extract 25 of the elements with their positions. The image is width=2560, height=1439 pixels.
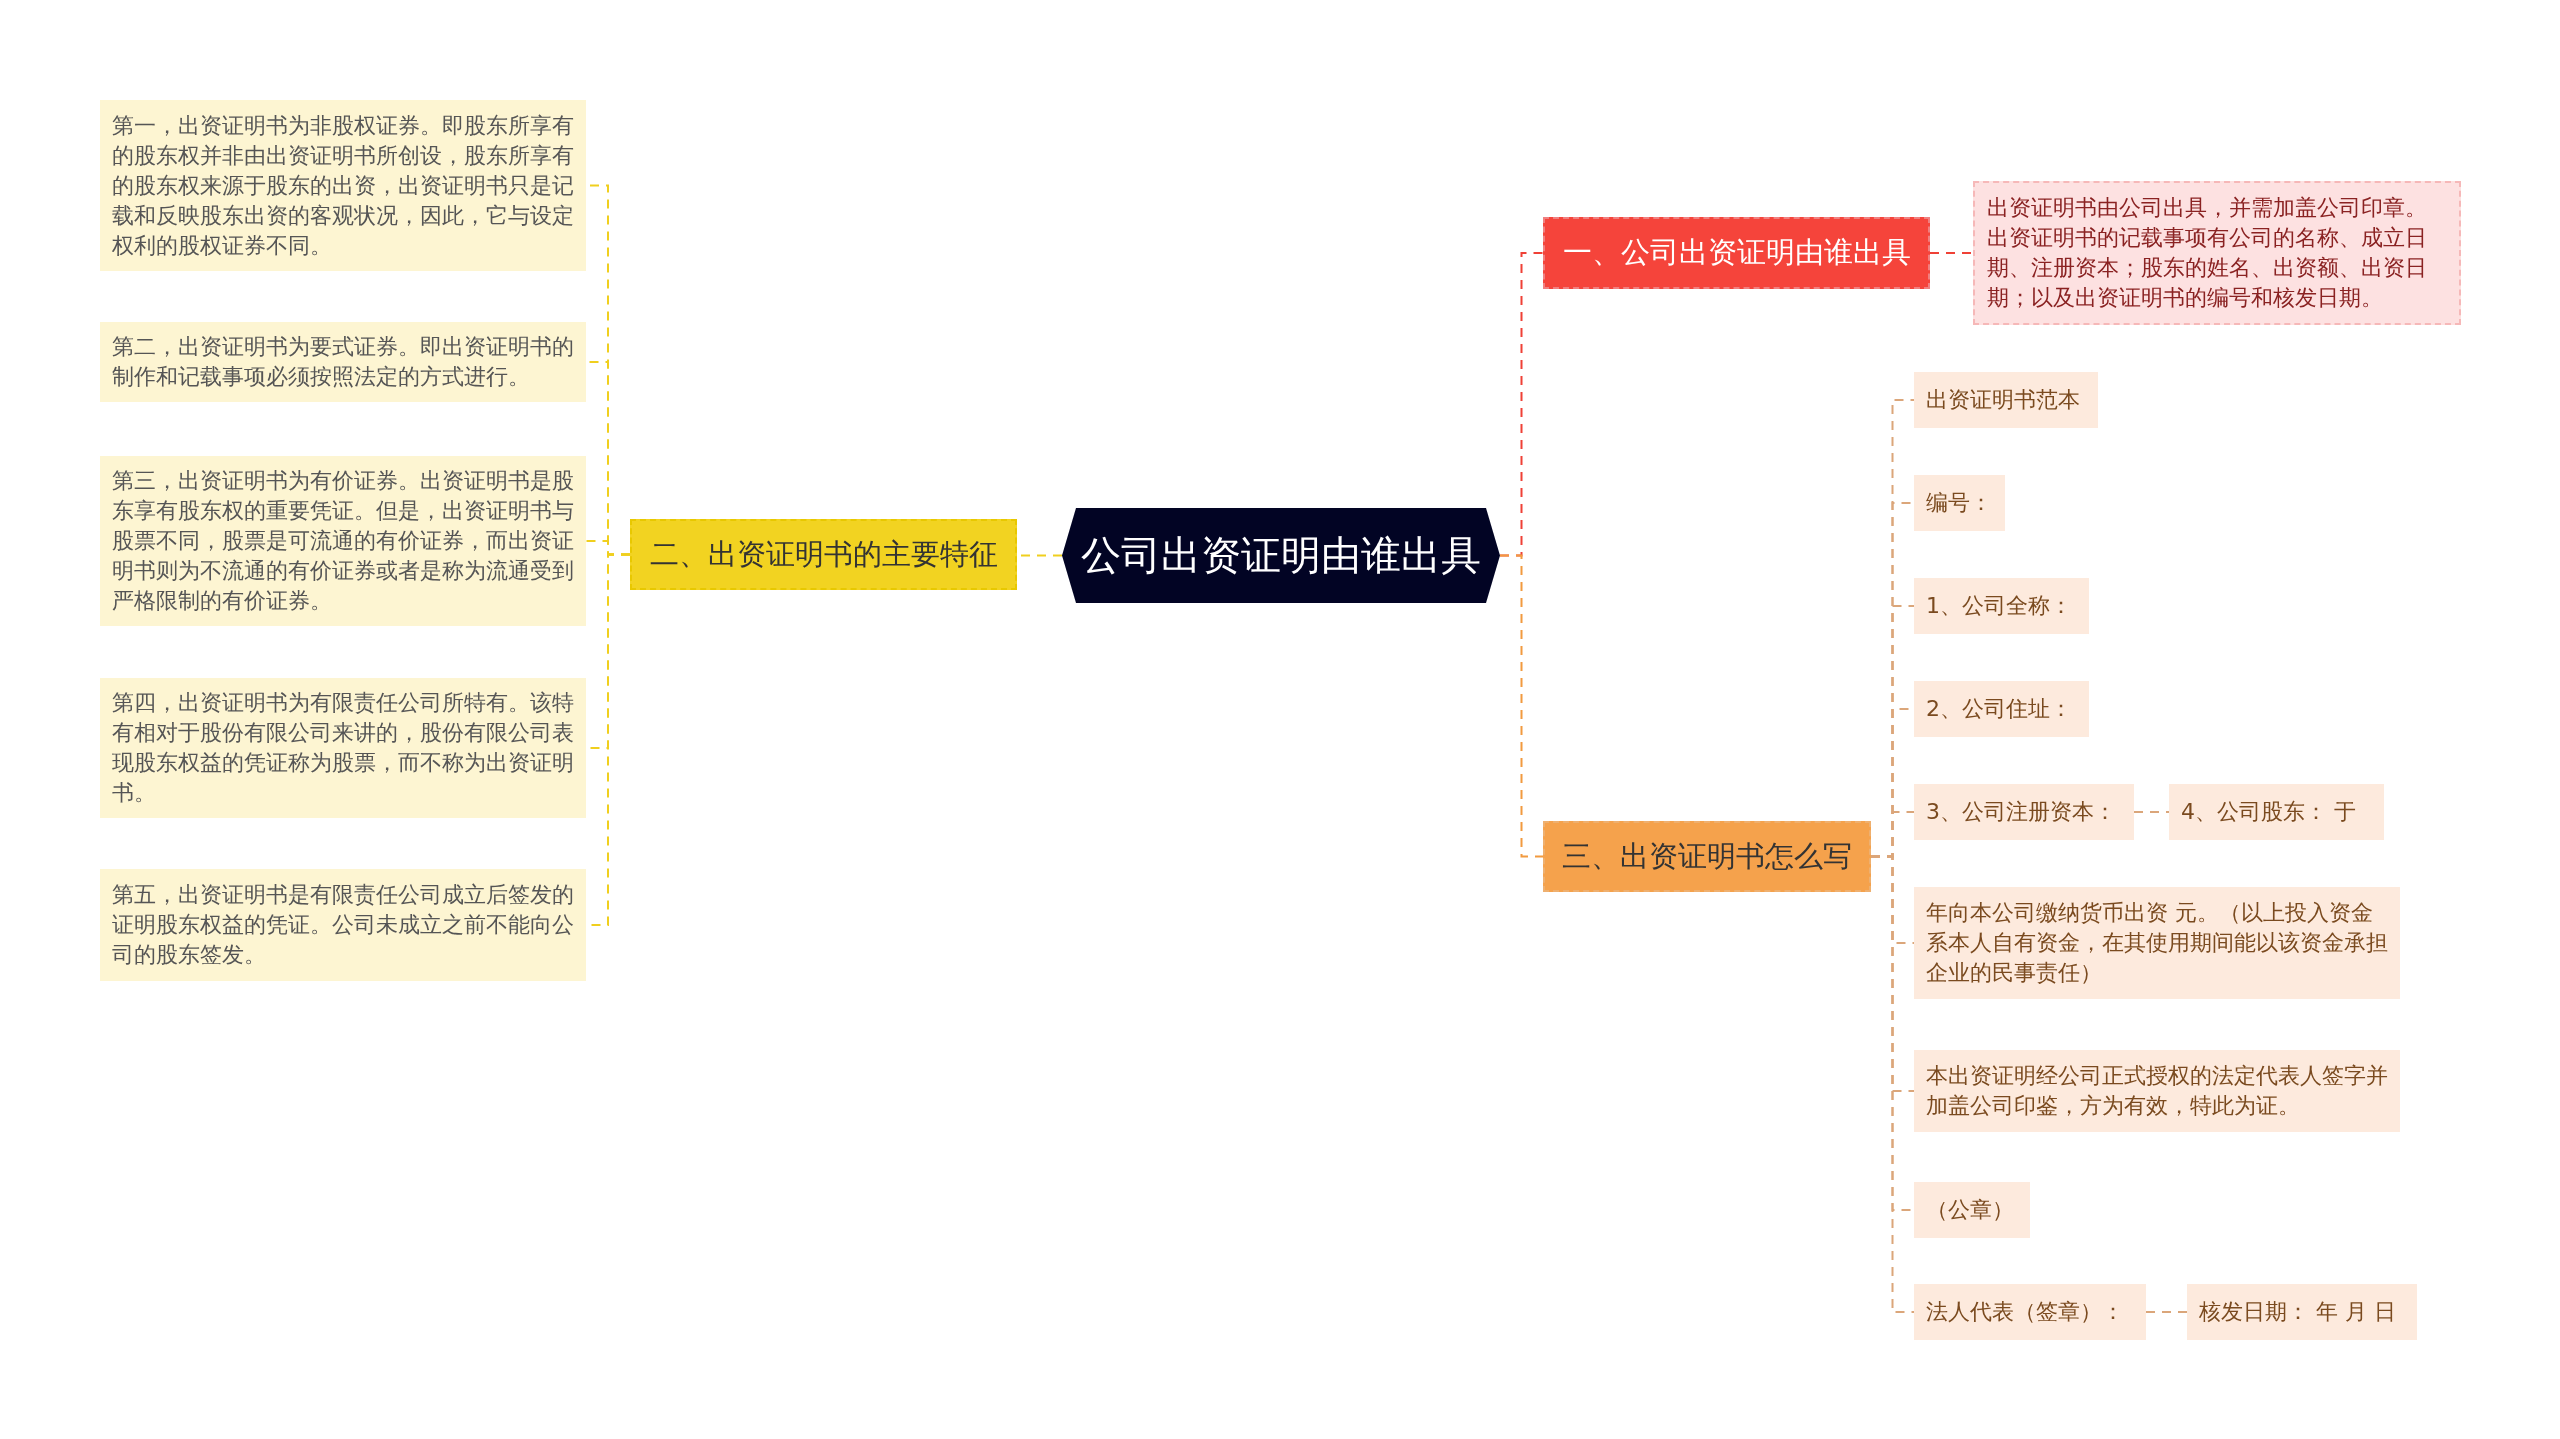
text-box: 出资证明书范本 bbox=[1914, 372, 2098, 428]
text-box: 2、公司住址： bbox=[1914, 681, 2089, 737]
text-box: 3、公司注册资本： bbox=[1914, 784, 2134, 840]
connector bbox=[1499, 554, 1544, 858]
text-box: 第二，出资证明书为要式证券。即出资证明书的制作和记载事项必须按照法定的方式进行。 bbox=[100, 322, 586, 402]
branch-topic: 三、出资证明书怎么写 bbox=[1543, 821, 1871, 892]
text-box: 1、公司全称： bbox=[1914, 578, 2089, 634]
branch-topic: 二、出资证明书的主要特征 bbox=[630, 519, 1017, 590]
branch-topic: 一、公司出资证明由谁出具 bbox=[1543, 217, 1930, 289]
text-box: 本出资证明经公司正式授权的法定代表人签字并加盖公司印鉴，方为有效，特此为证。 bbox=[1914, 1050, 2400, 1132]
text-box: 编号： bbox=[1914, 475, 2005, 531]
central-topic: 公司出资证明由谁出具 bbox=[1062, 508, 1500, 603]
connector bbox=[2145, 1311, 2188, 1313]
text-box: 第五，出资证明书是有限责任公司成立后签发的证明股东权益的凭证。公司未成立之前不能向公司的股东签发。 bbox=[100, 869, 586, 981]
text-box: 年向本公司缴纳货币出资 元。（以上投入资金系本人自有资金，在其使用期间能以该资金承担企业的民事责任） bbox=[1914, 887, 2400, 999]
connector bbox=[2133, 811, 2170, 813]
note-box: 出资证明书由公司出具，并需加盖公司印章。出资证明书的记载事项有公司的名称、成立日期、注册资本；股东的姓名、出资额、出资日期；以及出资证明书的编号和核发日期。 bbox=[1973, 181, 2461, 325]
text-box: 4、公司股东： 于 bbox=[2169, 784, 2384, 840]
text-box: 核发日期： 年 月 日 bbox=[2187, 1284, 2417, 1340]
connector bbox=[1929, 252, 1974, 254]
text-box: 法人代表（签章）： bbox=[1914, 1284, 2146, 1340]
text-box: 第四，出资证明书为有限责任公司所特有。该特有相对于股份有限公司来讲的，股份有限公司表现股东权益的凭证称为股票，而不称为出资证明书。 bbox=[100, 678, 586, 818]
text-box: 第三，出资证明书为有价证券。出资证明书是股东享有股东权的重要凭证。但是，出资证明书与股票不同，股票是可流通的有价证券，而出资证明书则为不流通的有价证券或者是称为流通受到严格限制的有价证券。 bbox=[100, 456, 586, 626]
text-box: 第一，出资证明书为非股权证券。即股东所享有的股东权并非由出资证明书所创设，股东所享有的股东权来源于股东的出资，出资证明书只是记载和反映股东出资的客观状况，因此，它与设定权利的股权证券不同。 bbox=[100, 100, 586, 271]
text-box: （公章） bbox=[1914, 1182, 2030, 1238]
